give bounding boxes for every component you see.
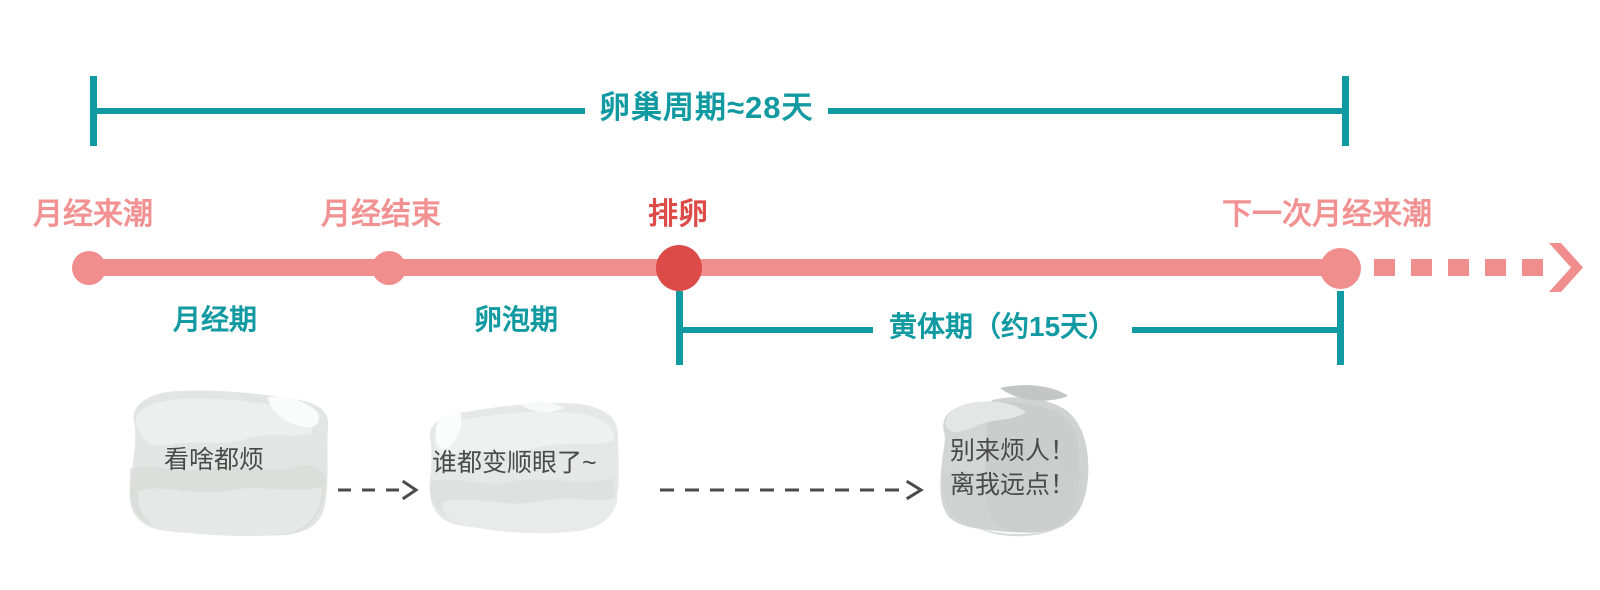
timeline-dash-2 [1411,259,1432,276]
timeline-dash-4 [1485,259,1506,276]
phase-label-follicular: 卵泡期 [474,304,559,335]
mood-blob-follicular: 谁都变顺眼了~ [420,390,635,540]
timeline-arrow-icon [1543,240,1599,296]
timeline-bar [88,259,1344,276]
mood-blob-menstrual: 看啥都烦 [118,383,338,543]
cycle-bracket-right-tick [1342,76,1349,146]
mood-connector-1 [336,476,426,502]
timeline-dot-menstruation-end [372,251,406,285]
timeline-dash-5 [1522,259,1543,276]
event-label-menstruation-onset: 月经来潮 [33,198,153,231]
mood-text-luteal: 别来烦人！ 离我远点！ [950,437,1076,499]
mood-connector-2 [658,476,933,502]
timeline-dot-ovulation [656,245,702,291]
timeline-dash-1 [1374,259,1395,276]
mood-text-menstrual: 看啥都烦 [164,446,265,474]
timeline-dot-menstruation-onset [72,251,106,285]
event-label-menstruation-end: 月经结束 [321,198,441,231]
ovarian-cycle-label: 卵巢周期≈28天 [585,91,828,125]
mood-text-follicular: 谁都变顺眼了~ [432,449,597,477]
timeline-dash-3 [1448,259,1469,276]
mood-blob-luteal: 别来烦人！ 离我远点！ [930,378,1105,543]
event-label-next-menstruation: 下一次月经来潮 [1222,198,1432,231]
timeline-dot-next-menstruation [1320,248,1361,289]
event-label-ovulation: 排卵 [648,198,708,231]
phase-label-luteal: 黄体期（约15天） [873,312,1133,342]
luteal-bracket-right-tick [1337,291,1344,365]
phase-label-menstrual: 月经期 [173,304,258,335]
